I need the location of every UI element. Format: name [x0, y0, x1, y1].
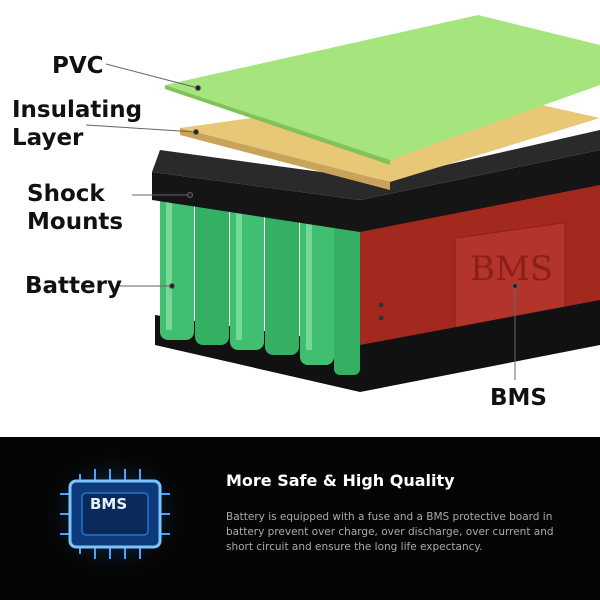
label-insulating-line1: Insulating — [12, 97, 143, 123]
feature-title: More Safe & High Quality — [226, 471, 455, 490]
battery-cells — [160, 190, 360, 375]
feature-description: Battery is equipped with a fuse and a BM… — [226, 511, 554, 553]
bms-embossed-text: BMS — [470, 249, 553, 289]
chip-label: BMS — [90, 495, 128, 513]
label-battery: Battery — [25, 273, 122, 299]
feature-banner: BMS More Safe & High Quality Battery is … — [0, 437, 600, 600]
label-insulating-line2: Layer — [12, 125, 84, 151]
label-shock-line1: Shock — [27, 181, 105, 207]
label-pvc: PVC — [52, 53, 104, 79]
battery-pack-diagram: BMS — [85, 15, 600, 392]
bms-chip-icon — [40, 449, 190, 579]
shock-mounts — [152, 150, 600, 232]
label-bms: BMS — [490, 385, 547, 411]
label-shock-line2: Mounts — [27, 209, 124, 235]
pvc-sheet — [165, 15, 600, 160]
